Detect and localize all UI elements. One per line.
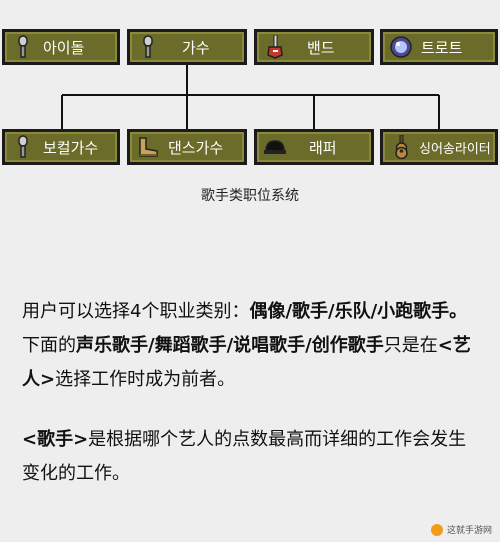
paragraph-1: 用户可以选择4个职业类别：偶像/歌手/乐队/小跑歌手。 [22,295,482,329]
job-label: 래퍼 [309,138,337,157]
connector-lines [61,64,440,129]
acoustic-guitar-icon [395,135,408,159]
job-rapper[interactable]: 래퍼 [254,129,374,165]
job-singer[interactable]: 가수 [127,29,247,65]
job-tree-diagram: 아이돌 가수 밴드 트로트 보컬가수 [0,0,500,204]
text-run: 选择工作时成为前者。 [55,369,236,390]
microphone-icon [18,35,28,58]
text-run: 下面的 [22,335,76,356]
job-vocal-singer[interactable]: 보컬가수 [2,129,120,165]
text-run: 是根据哪个艺人的点数最高而详细的工作会发生变化的工作。 [22,429,467,484]
electric-guitar-icon [267,35,283,59]
article-body: 用户可以选择4个职业类别：偶像/歌手/乐队/小跑歌手。 下面的声乐歌手/舞蹈歌手… [22,295,482,491]
bold-text-run: <艺人> [22,335,471,390]
job-singer-songwriter[interactable]: 싱어송라이터 [380,129,498,165]
microphone-icon [18,135,28,158]
job-label: 싱어송라이터 [419,141,491,157]
job-label: 트로트 [421,38,463,57]
bold-text-run: 声乐歌手/舞蹈歌手/说唱歌手/创作歌手 [76,335,384,356]
job-label: 보컬가수 [43,138,99,157]
watermark-text: 这就手游网 [446,526,492,536]
watermark-logo-icon [430,523,443,536]
dance-shoe-icon [139,137,158,157]
diagram-caption: 歌手类职位系统 [201,188,299,204]
text-run: 只是在 [383,335,438,356]
job-trot[interactable]: 트로트 [380,29,498,65]
job-label: 아이돌 [43,38,85,57]
job-label: 가수 [182,38,210,57]
job-band[interactable]: 밴드 [254,29,374,65]
paragraph-gap [22,397,482,423]
job-dance-singer[interactable]: 댄스가수 [127,129,247,165]
cap-icon [264,140,286,154]
paragraph-2: 下面的声乐歌手/舞蹈歌手/说唱歌手/创作歌手只是在<艺人>选择工作时成为前者。 [22,329,482,397]
job-label: 댄스가수 [168,138,224,157]
job-idol[interactable]: 아이돌 [2,29,120,65]
paragraph-3: <歌手>是根据哪个艺人的点数最高而详细的工作会发生变化的工作。 [22,423,482,491]
job-label: 밴드 [307,38,335,57]
bold-text-run: 偶像/歌手/乐队/小跑歌手。 [249,301,468,322]
text-run: 用户可以选择4个职业类别： [22,301,250,322]
site-watermark: 这就手游网 [430,523,492,536]
mirror-ball-icon [390,36,412,58]
bold-text-run: <歌手> [22,429,89,450]
microphone-icon [143,35,153,58]
